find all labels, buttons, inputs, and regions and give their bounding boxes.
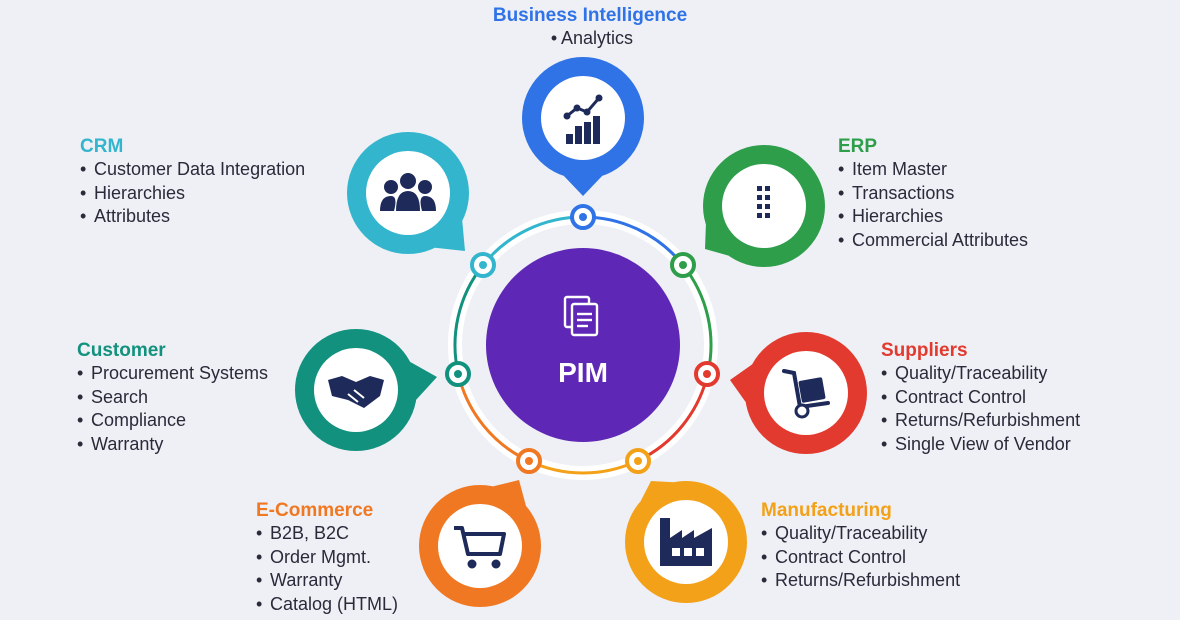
label-block-suppliers: SuppliersQuality/TraceabilityContract Co… [881,340,1080,456]
label-block-ecommerce: E-CommerceB2B, B2COrder Mgmt.WarrantyCat… [256,500,398,616]
label-block-manufacturing: ManufacturingQuality/TraceabilityContrac… [761,500,960,593]
bubble-crm [347,132,469,254]
ring-arc-ecommerce [456,373,530,463]
list-item: B2B, B2C [256,522,398,546]
title-customer: Customer [77,340,166,361]
list-item: Returns/Refurbishment [761,569,960,593]
bubble-ecommerce [419,480,541,607]
label-block-crm: CRMCustomer Data IntegrationHierarchiesA… [80,136,305,229]
item-list-customer: Procurement SystemsSearchComplianceWarra… [77,362,268,456]
ring-arc-crm [481,215,584,266]
list-item: Commercial Attributes [838,229,1028,253]
title-bi: Business Intelligence [492,5,688,26]
pim-center-circle [486,248,680,442]
handshake-icon [328,376,384,408]
title-ecommerce: E-Commerce [256,500,374,521]
factory-icon [660,518,712,566]
list-item: Search [77,386,268,410]
list-item: Catalog (HTML) [256,593,398,617]
list-item: Customer Data Integration [80,158,305,182]
bubble-manufacturing [625,481,747,603]
pim-label: PIM [558,357,608,388]
list-item: Procurement Systems [77,362,268,386]
ring-arc-bi [582,215,685,266]
list-item: Warranty [77,433,268,457]
item-list-manufacturing: Quality/TraceabilityContract ControlRetu… [761,522,960,593]
title-manufacturing: Manufacturing [761,500,892,521]
office-building-icon [740,180,788,230]
list-item: Contract Control [761,546,960,570]
shopping-cart-icon [454,526,506,569]
bubble-customer [295,329,437,451]
title-suppliers: Suppliers [881,340,968,361]
bubble-erp [703,145,825,267]
list-item: Compliance [77,409,268,433]
list-item: Quality/Traceability [761,522,960,546]
list-item: Analytics [490,27,690,51]
item-list-ecommerce: B2B, B2COrder Mgmt.WarrantyCatalog (HTML… [256,522,398,616]
hand-truck-icon [782,369,830,419]
document-stack-icon [563,295,599,337]
item-list-suppliers: Quality/TraceabilityContract ControlRetu… [881,362,1080,456]
label-block-customer: CustomerProcurement SystemsSearchComplia… [77,340,268,456]
list-item: Order Mgmt. [256,546,398,570]
list-item: Single View of Vendor [881,433,1080,457]
list-item: Hierarchies [838,205,1028,229]
node-bubbles [295,57,867,607]
list-item: Hierarchies [80,182,305,206]
ring-arc-suppliers [637,373,710,463]
list-item: Contract Control [881,386,1080,410]
user-group-icon [380,173,436,211]
title-crm: CRM [80,136,124,157]
list-item: Transactions [838,182,1028,206]
list-item: Attributes [80,205,305,229]
bar-chart-trend-icon [560,94,606,144]
list-item: Quality/Traceability [881,362,1080,386]
title-erp: ERP [838,136,878,157]
bubble-suppliers [730,332,867,454]
item-list-erp: Item MasterTransactionsHierarchiesCommer… [838,158,1028,252]
bubble-bi [522,57,644,196]
label-block-bi: Business IntelligenceAnalytics [490,5,690,51]
ring-arc-erp [681,264,713,375]
list-item: Item Master [838,158,1028,182]
item-list-bi: Analytics [490,27,690,51]
label-block-erp: ERPItem MasterTransactionsHierarchiesCom… [838,136,1028,252]
list-item: Returns/Refurbishment [881,409,1080,433]
connection-ring [445,204,720,480]
item-list-crm: Customer Data IntegrationHierarchiesAttr… [80,158,305,229]
ring-arc-customer [453,264,485,375]
list-item: Warranty [256,569,398,593]
